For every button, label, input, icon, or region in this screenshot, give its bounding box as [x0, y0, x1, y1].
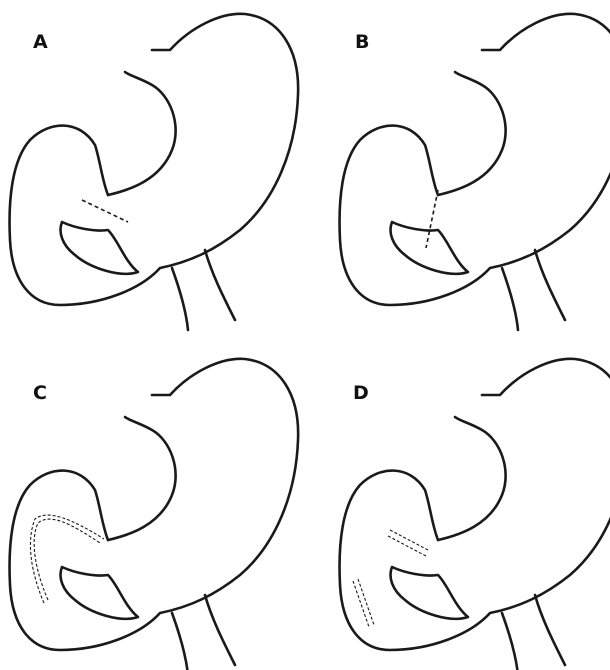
panel-label: B	[355, 31, 369, 53]
incision-line	[82, 200, 128, 222]
panel-label: A	[33, 31, 48, 53]
panel-b: B	[340, 14, 610, 330]
panel-a: A	[10, 14, 299, 330]
incision-line	[390, 530, 428, 550]
panel-c: C	[10, 359, 299, 670]
panel-d: D	[340, 359, 610, 670]
incision-line	[426, 190, 438, 248]
incision-line	[388, 536, 426, 556]
panel-label: D	[353, 382, 369, 404]
incision-line	[30, 515, 104, 603]
panel-label: C	[33, 382, 47, 404]
